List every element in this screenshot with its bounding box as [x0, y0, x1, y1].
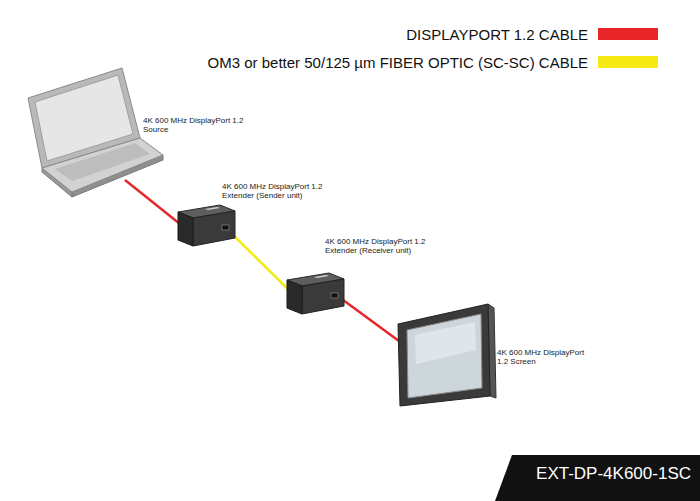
display-screen: 4K 600 MHz DisplayPort 1.2 Screen: [395, 302, 605, 410]
device-label: 4K 600 MHz DisplayPort 1.2 Screen: [497, 348, 597, 366]
legend: DISPLAYPORT 1.2 CABLE OM3 or better 50/12…: [208, 20, 658, 76]
device-caption: 4K 600 MHz DisplayPort 1.2 Extender (Rec…: [325, 237, 443, 255]
device-caption: 4K 600 MHz DisplayPort 1.2 Extender (Sen…: [222, 182, 334, 200]
legend-text: OM3 or better 50/125 µm FIBER OPTIC (SC-…: [208, 54, 588, 71]
cable: [125, 180, 185, 228]
extender-logo: [314, 275, 329, 278]
device-label: 4K 600 MHz DisplayPort 1.2 Extender (Rec…: [325, 237, 443, 255]
laptop-keyboard: [55, 143, 150, 181]
extender-side: [178, 212, 193, 246]
device-caption: 4K 600 MHz DisplayPort 1.2 Screen: [497, 348, 597, 366]
banner-shape: [495, 455, 700, 501]
receiver-unit: 4K 600 MHz DisplayPort 1.2 Extender (Rec…: [284, 235, 447, 315]
device-caption: 4K 600 MHz DisplayPort 1.2 Source: [143, 116, 255, 134]
device-label: 4K 600 MHz DisplayPort 1.2 Source: [143, 116, 255, 134]
extender-port: [331, 293, 338, 298]
laptop-deck: [42, 138, 163, 192]
extender-logo: [205, 207, 220, 210]
monitor-screen: [407, 314, 482, 398]
legend-swatch: [598, 28, 658, 40]
cable: [339, 297, 403, 344]
device-illustration: [25, 65, 255, 205]
product-code: EXT-DP-4K600-1SC: [536, 464, 691, 484]
legend-row: DISPLAYPORT 1.2 CABLE: [208, 20, 658, 48]
extender-front: [193, 211, 235, 246]
monitor-glare: [415, 322, 476, 364]
extender-front: [302, 279, 344, 314]
extender-port: [222, 225, 229, 230]
legend-text: DISPLAYPORT 1.2 CABLE: [406, 26, 588, 43]
extender-side: [287, 280, 302, 314]
legend-row: OM3 or better 50/125 µm FIBER OPTIC (SC-…: [208, 48, 658, 76]
cable: [230, 232, 294, 295]
monitor-frame: [398, 304, 490, 406]
device-label: 4K 600 MHz DisplayPort 1.2 Extender (Sen…: [222, 182, 334, 200]
sender-unit: 4K 600 MHz DisplayPort 1.2 Extender (Sen…: [175, 180, 338, 250]
legend-swatch: [598, 56, 658, 68]
